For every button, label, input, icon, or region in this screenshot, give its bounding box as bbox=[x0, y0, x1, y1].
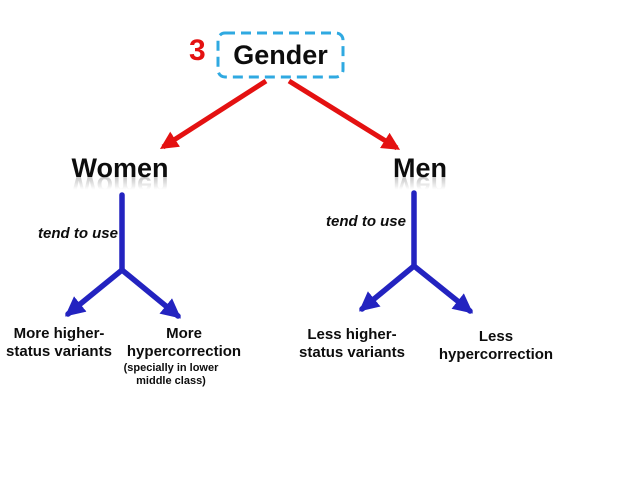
arrow-gender-to-women bbox=[159, 78, 268, 150]
note-men-tend-to-use: tend to use bbox=[325, 213, 407, 230]
node-men: Men Men bbox=[393, 153, 447, 201]
leaf-line: hypercorrection bbox=[126, 343, 242, 360]
leaf-line: More higher- bbox=[13, 325, 105, 342]
subnote-line: middle class) bbox=[136, 375, 206, 387]
node-gender-label: Gender bbox=[233, 39, 328, 70]
node-women-label: Women bbox=[71, 153, 169, 183]
leaf-line: Less higher- bbox=[307, 326, 397, 343]
leaf-line: More bbox=[166, 325, 202, 342]
node-men-label: Men bbox=[393, 153, 447, 183]
node-gender: Gender bbox=[218, 33, 343, 77]
slide-number: 3 bbox=[189, 34, 206, 67]
arrow-women-to-hypercorrection bbox=[119, 267, 182, 319]
note-women-tend-to-use: tend to use bbox=[37, 225, 119, 242]
arrow-men-to-higher-status bbox=[358, 263, 417, 312]
leaf-line: status variants bbox=[6, 343, 112, 360]
arrow-gender-to-men bbox=[287, 78, 401, 151]
leaf-men-higher-status: Less higher- status variants bbox=[299, 326, 405, 362]
gender-box-border bbox=[216, 31, 345, 79]
leaf-men-hypercorrection: Less hypercorrection bbox=[439, 328, 553, 364]
node-women-reflection: Women bbox=[71, 171, 169, 201]
subnote-line: (specially in lower bbox=[123, 362, 219, 374]
node-men-reflection: Men bbox=[393, 171, 447, 201]
leaf-women-hypercorrection: More hypercorrection bbox=[127, 325, 241, 361]
leaf-line: Less bbox=[478, 328, 514, 345]
leaf-women-higher-status: More higher- status variants bbox=[6, 325, 112, 361]
leaf-line: hypercorrection bbox=[438, 346, 554, 363]
arrow-men-to-hypercorrection bbox=[411, 263, 474, 314]
node-women: Women Women bbox=[71, 153, 168, 201]
arrow-women-to-higher-status bbox=[64, 267, 125, 317]
leaf-women-hypercorrection-subnote: (specially in lower middle class) bbox=[124, 362, 219, 388]
leaf-line: status variants bbox=[299, 344, 405, 361]
